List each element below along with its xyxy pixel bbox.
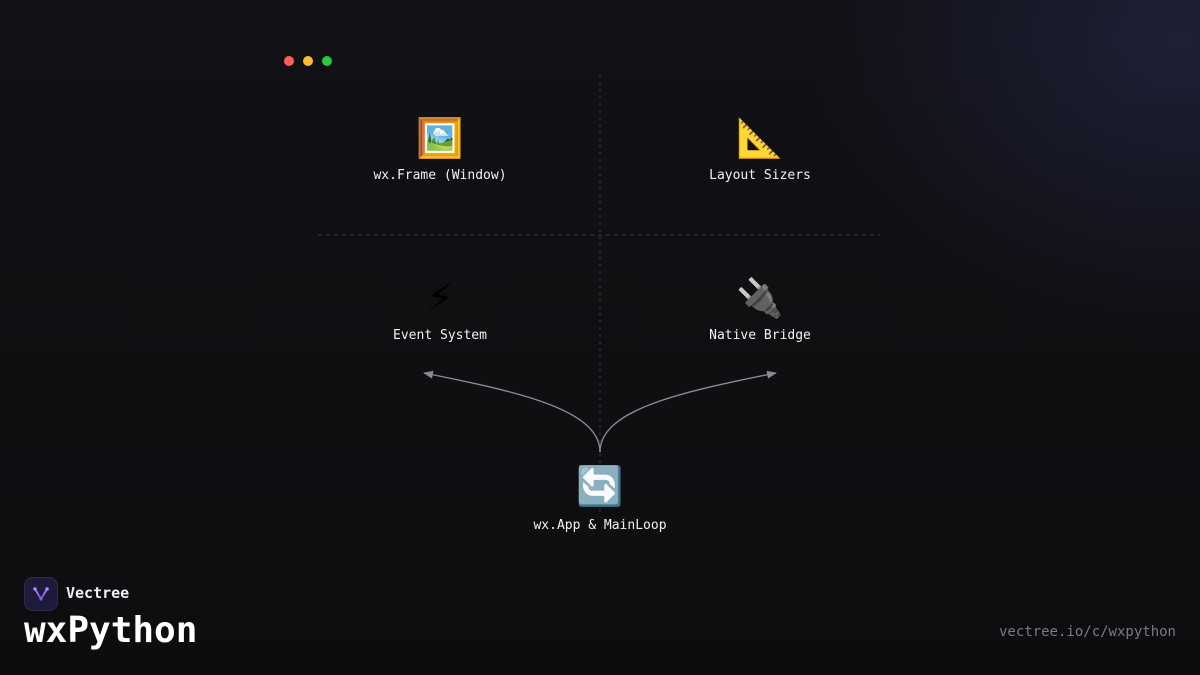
node-event-system: ⚡ Event System: [330, 274, 550, 343]
footer-url: vectree.io/c/wxpython: [998, 624, 1176, 640]
refresh-arrows-icon: 🔄: [576, 464, 624, 508]
edge-app-to-event-system: [423, 370, 601, 453]
window-close-dot: [284, 56, 294, 66]
lightning-icon: ⚡: [426, 276, 454, 320]
course-title: wxPython: [24, 610, 198, 651]
node-layout-sizers: 📐 Layout Sizers: [650, 114, 870, 183]
vectree-logo-icon: [24, 577, 58, 611]
framed-picture-icon: 🖼️: [416, 116, 464, 160]
brand-name: Vectree: [66, 584, 130, 602]
edge-app-to-native-bridge: [599, 370, 777, 453]
node-label-layout-sizers: Layout Sizers: [709, 168, 811, 183]
vectree-logo-glyph: [33, 587, 49, 601]
window-minimize-dot: [303, 56, 313, 66]
node-wx-frame: 🖼️ wx.Frame (Window): [330, 114, 550, 183]
node-wx-app-mainloop: 🔄 wx.App & MainLoop: [490, 462, 710, 535]
triangular-ruler-icon: 📐: [736, 116, 784, 160]
node-label-wx-frame: wx.Frame (Window): [373, 168, 507, 183]
node-label-wx-app: wx.App & MainLoop: [527, 516, 673, 535]
node-label-event-system: Event System: [393, 328, 487, 343]
window-maximize-dot: [322, 56, 332, 66]
node-native-bridge: 🔌 Native Bridge: [650, 274, 870, 343]
node-label-native-bridge: Native Bridge: [709, 328, 811, 343]
electric-plug-icon: 🔌: [736, 276, 784, 320]
